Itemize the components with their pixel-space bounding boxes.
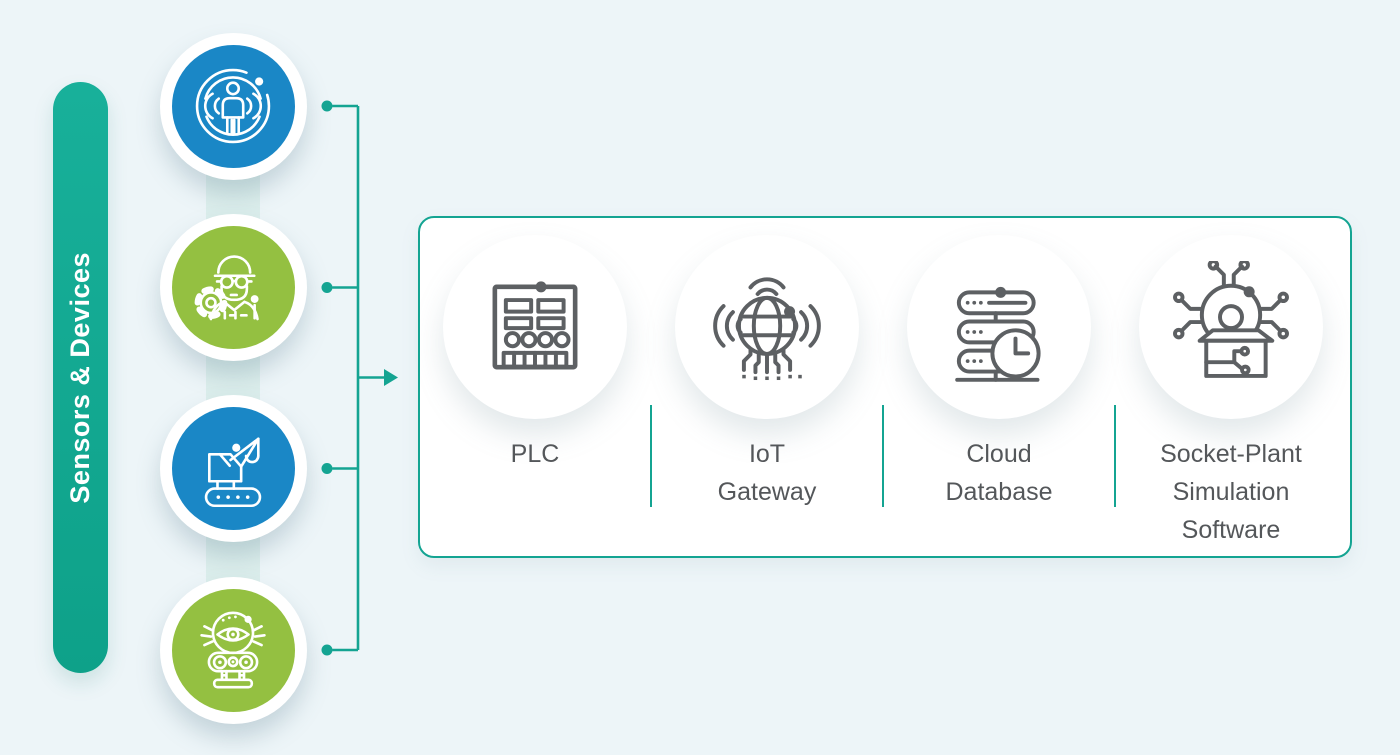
- divider: [882, 405, 884, 507]
- sensor-item-presence: [159, 32, 307, 180]
- system-item-label: PLC: [510, 440, 560, 468]
- systems-panel: PLC: [418, 216, 1352, 558]
- plc-icon: [492, 281, 578, 370]
- human-presence-sensor-icon: [195, 68, 271, 144]
- socket-plant-icon: [1173, 261, 1289, 378]
- sensor-item-engineer: [159, 214, 307, 361]
- crane-icon: [204, 436, 262, 507]
- sensor-disc: [171, 407, 295, 530]
- sensors-devices-label: Sensors & Devices: [65, 251, 95, 504]
- system-item-cloud-database: Cloud Database: [883, 218, 1115, 556]
- sensors-devices-pill: Sensors & Devices: [53, 82, 108, 673]
- sensor-item-crane: [159, 395, 307, 542]
- system-bubble: [907, 235, 1091, 419]
- system-bubble: [443, 235, 627, 419]
- sensor-disc: [171, 226, 295, 349]
- system-item-label: Cloud Database: [945, 440, 1053, 506]
- cloud-database-icon: [955, 286, 1041, 382]
- system-bubble: [1139, 235, 1323, 419]
- sensor-item-vision-robot: [159, 576, 307, 724]
- system-bubble: [675, 235, 859, 419]
- sensor-connector-band: [206, 106, 260, 650]
- vision-robot-icon: [200, 611, 266, 689]
- sensor-disc: [171, 588, 295, 712]
- system-item-label: IoT Gateway: [717, 440, 817, 506]
- system-item-socket-plant: Socket-Plant Simulation Software: [1115, 218, 1347, 556]
- engineer-icon: [194, 254, 259, 320]
- system-item-label: Socket-Plant Simulation Software: [1160, 440, 1302, 544]
- divider: [650, 405, 652, 507]
- iot-gateway-icon: [713, 277, 821, 381]
- system-item-plc: PLC: [419, 218, 651, 556]
- system-item-iot-gateway: IoT Gateway: [651, 218, 883, 556]
- arrow-right-icon: [384, 369, 398, 386]
- sensor-disc: [171, 44, 295, 168]
- divider: [1114, 405, 1116, 507]
